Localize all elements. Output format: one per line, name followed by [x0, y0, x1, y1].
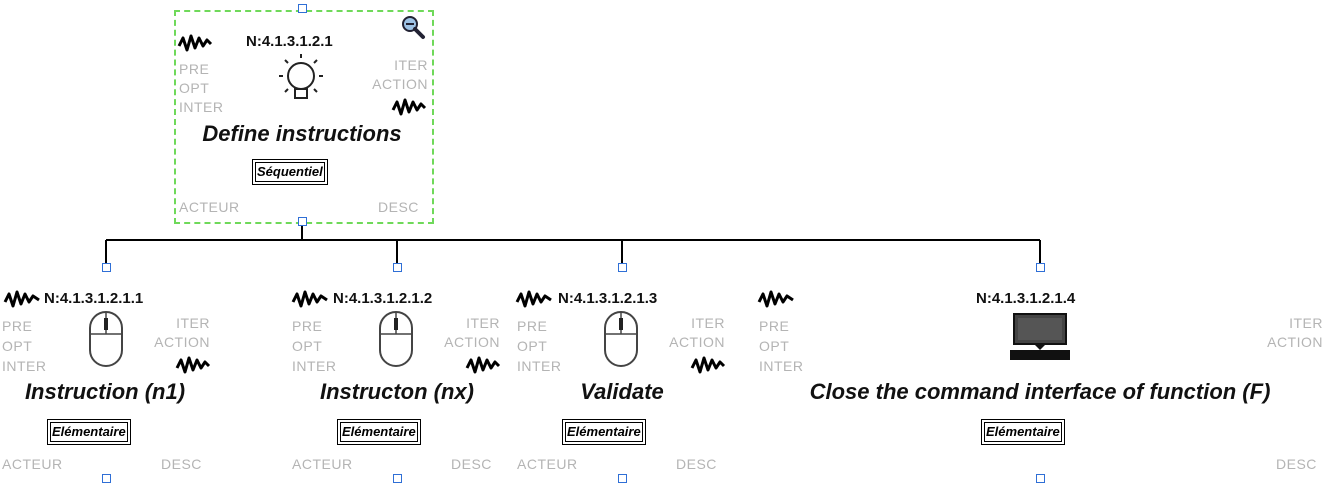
acteur-label: ACTEUR — [292, 456, 353, 472]
pre-label: PRE — [292, 318, 323, 334]
inter-label: INTER — [517, 358, 562, 374]
acteur-label: ACTEUR — [179, 199, 240, 215]
wave-icon — [3, 290, 40, 308]
opt-label: OPT — [2, 338, 33, 354]
wave-icon — [515, 290, 552, 308]
action-label: ACTION — [669, 334, 725, 350]
wave-icon — [177, 34, 213, 52]
iter-label: ITER — [394, 57, 428, 73]
action-label: ACTION — [444, 334, 500, 350]
node-title: Define instructions — [202, 121, 402, 146]
mouse-icon — [89, 311, 123, 367]
opt-label: OPT — [517, 338, 548, 354]
node-title: Validate — [580, 379, 664, 404]
type-badge: Elémentaire — [337, 419, 421, 445]
inter-label: INTER — [179, 99, 224, 115]
pre-label: PRE — [517, 318, 548, 334]
connector-handle-bottom[interactable] — [393, 474, 402, 483]
pre-label: PRE — [179, 61, 210, 77]
iter-label: ITER — [466, 315, 500, 331]
connector-handle-top[interactable] — [102, 263, 111, 272]
desc-label: DESC — [161, 456, 202, 472]
wave-icon — [391, 98, 427, 116]
type-badge: Elémentaire — [47, 419, 131, 445]
connector-handle-top[interactable] — [393, 263, 402, 272]
zoom-icon[interactable] — [400, 14, 426, 40]
opt-label: OPT — [179, 80, 210, 96]
action-label: ACTION — [154, 334, 210, 350]
connector-handle-bottom[interactable] — [102, 474, 111, 483]
computer-icon — [1010, 313, 1070, 360]
node-title: Close the command interface of function … — [809, 379, 1271, 404]
node-id: N:4.1.3.1.2.1 — [246, 33, 333, 50]
node-id: N:4.1.3.1.2.1.1 — [44, 290, 144, 307]
node-id: N:4.1.3.1.2.1.2 — [333, 290, 433, 307]
wave-icon — [757, 290, 794, 308]
connector-handle-bottom[interactable] — [298, 217, 307, 226]
node-id: N:4.1.3.1.2.1.4 — [976, 290, 1076, 307]
pre-label: PRE — [2, 318, 33, 334]
connector-handle-top[interactable] — [298, 4, 307, 13]
wave-icon — [690, 356, 726, 374]
node-title: Instruction (n1) — [24, 379, 186, 404]
action-label: ACTION — [372, 76, 428, 92]
action-label: ACTION — [1267, 334, 1323, 350]
pre-label: PRE — [759, 318, 790, 334]
desc-label: DESC — [1276, 456, 1317, 472]
node-title: Instructon (nx) — [320, 379, 474, 404]
wave-icon — [291, 290, 328, 308]
type-badge: Séquentiel — [252, 159, 328, 185]
mouse-icon — [604, 311, 638, 367]
wave-icon — [175, 356, 211, 374]
iter-label: ITER — [176, 315, 210, 331]
lightbulb-icon — [279, 54, 323, 99]
connector-handle-bottom[interactable] — [1036, 474, 1045, 483]
acteur-label: ACTEUR — [517, 456, 578, 472]
acteur-label: ACTEUR — [2, 456, 63, 472]
opt-label: OPT — [759, 338, 790, 354]
desc-label: DESC — [378, 199, 419, 215]
desc-label: DESC — [451, 456, 492, 472]
iter-label: ITER — [691, 315, 725, 331]
inter-label: INTER — [2, 358, 47, 374]
type-badge: Elémentaire — [562, 419, 646, 445]
type-badge: Elémentaire — [981, 419, 1065, 445]
inter-label: INTER — [759, 358, 804, 374]
mouse-icon — [379, 311, 413, 367]
node-id: N:4.1.3.1.2.1.3 — [558, 290, 658, 307]
inter-label: INTER — [292, 358, 337, 374]
connector-handle-top[interactable] — [618, 263, 627, 272]
opt-label: OPT — [292, 338, 323, 354]
iter-label: ITER — [1289, 315, 1323, 331]
desc-label: DESC — [676, 456, 717, 472]
wave-icon — [465, 356, 501, 374]
connector-handle-top[interactable] — [1036, 263, 1045, 272]
connector-handle-bottom[interactable] — [618, 474, 627, 483]
